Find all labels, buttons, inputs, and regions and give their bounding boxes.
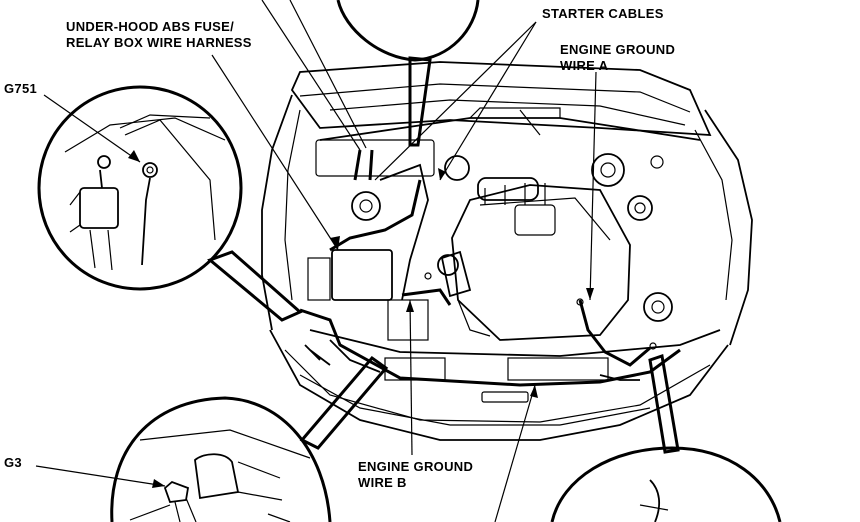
abs-fuse-box-label-line1: UNDER-HOOD ABS FUSE/ <box>66 19 234 34</box>
g751-label: G751 <box>4 81 37 96</box>
wire-harnesses <box>299 149 681 387</box>
abs-fuse-box-label-line2: RELAY BOX WIRE HARNESS <box>66 35 252 50</box>
car-body <box>261 61 753 441</box>
starter-cables-label: STARTER CABLES <box>542 6 664 21</box>
leader-lines <box>35 0 597 522</box>
engine <box>307 139 673 341</box>
g3-label: G3 <box>4 455 22 470</box>
engine-ground-wire-a-label-line2: WIRE A <box>560 58 609 73</box>
g3-detail-callout <box>110 355 389 522</box>
engine-ground-wire-b-label-line1: ENGINE GROUND <box>358 459 473 474</box>
bottom-right-detail-callout <box>550 354 782 522</box>
g751-detail-callout <box>37 85 303 322</box>
engine-ground-wire-a-label-line1: ENGINE GROUND <box>560 42 675 57</box>
engine-ground-wire-b-label-line2: WIRE B <box>358 475 407 490</box>
arrowheads <box>128 150 594 488</box>
top-detail-callout <box>336 0 480 147</box>
